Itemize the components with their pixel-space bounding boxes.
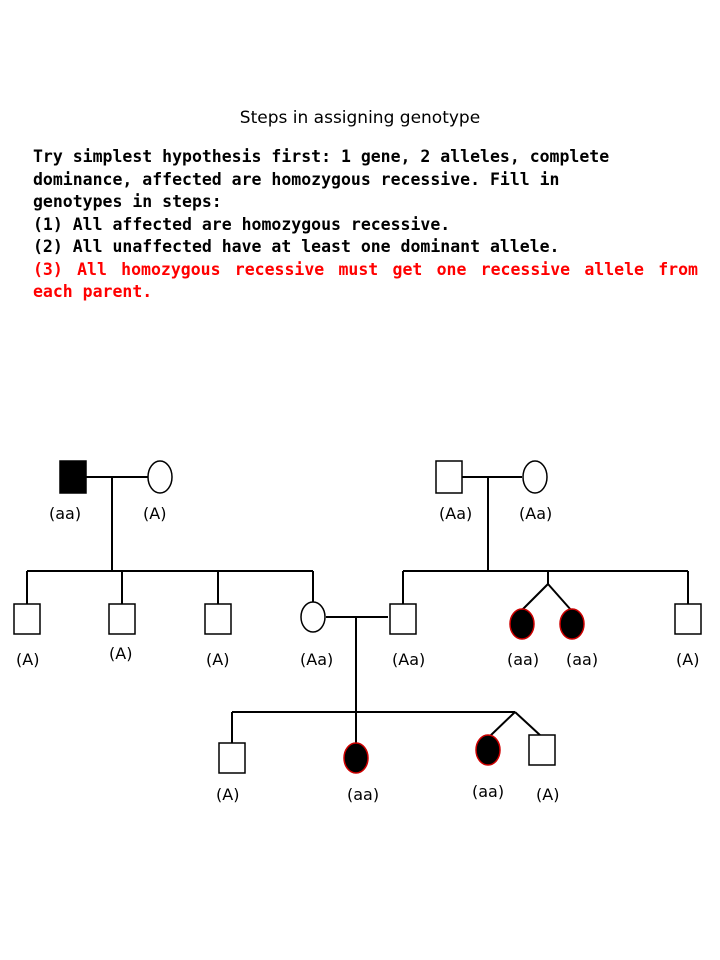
genotype-label: (A) xyxy=(206,650,229,669)
unaffected-female xyxy=(300,601,326,633)
genotype-label: (Aa) xyxy=(300,650,333,669)
instructions-block: Try simplest hypothesis first: 1 gene, 2… xyxy=(33,146,698,304)
unaffected-male xyxy=(204,603,232,635)
step-1: (1) All affected are homozygous recessiv… xyxy=(33,214,451,234)
affected-female xyxy=(343,742,369,774)
affected-male xyxy=(59,460,87,494)
unaffected-female xyxy=(147,460,173,494)
genotype-label: (A) xyxy=(536,785,559,804)
step-2: (2) All unaffected have at least one dom… xyxy=(33,237,560,256)
unaffected-female xyxy=(522,460,548,494)
genotype-labels: (aa) (A) (Aa) (Aa) (A) (A) (A) (Aa) (Aa)… xyxy=(16,504,699,804)
unaffected-male xyxy=(218,742,246,774)
genotype-label: (aa) xyxy=(347,785,379,804)
unaffected-male xyxy=(13,603,41,635)
genotype-label: (A) xyxy=(676,650,699,669)
intro-line: Try simplest hypothesis first: 1 gene, 2… xyxy=(33,147,610,166)
genotype-label: (Aa) xyxy=(519,504,552,523)
twin-line xyxy=(514,711,542,737)
genotype-label: (Aa) xyxy=(392,650,425,669)
page-title: Steps in assigning genotype xyxy=(239,108,481,128)
twin-line xyxy=(547,583,572,611)
intro-line: genotypes in steps: xyxy=(33,192,222,211)
genotype-label: (aa) xyxy=(49,504,81,523)
unaffected-male xyxy=(674,603,702,635)
step-3: (3) All homozygous recessive must get on… xyxy=(33,259,708,302)
genotype-label: (aa) xyxy=(507,650,539,669)
genotype-label: (A) xyxy=(143,504,166,523)
unaffected-male xyxy=(108,603,136,635)
unaffected-male xyxy=(435,460,463,494)
affected-female xyxy=(475,734,501,766)
twin-line xyxy=(489,711,516,737)
genotype-label: (Aa) xyxy=(439,504,472,523)
affected-female xyxy=(509,608,535,640)
affected-female xyxy=(559,608,585,640)
genotype-label: (A) xyxy=(16,650,39,669)
genotype-label: (A) xyxy=(216,785,239,804)
genotype-label: (aa) xyxy=(566,650,598,669)
pedigree-lines xyxy=(26,476,689,743)
genotype-label: (A) xyxy=(109,644,132,663)
twin-line xyxy=(521,583,549,611)
unaffected-male xyxy=(389,603,417,635)
unaffected-male xyxy=(528,734,556,766)
genotype-label: (aa) xyxy=(472,782,504,801)
intro-line: dominance, affected are homozygous reces… xyxy=(33,169,560,189)
